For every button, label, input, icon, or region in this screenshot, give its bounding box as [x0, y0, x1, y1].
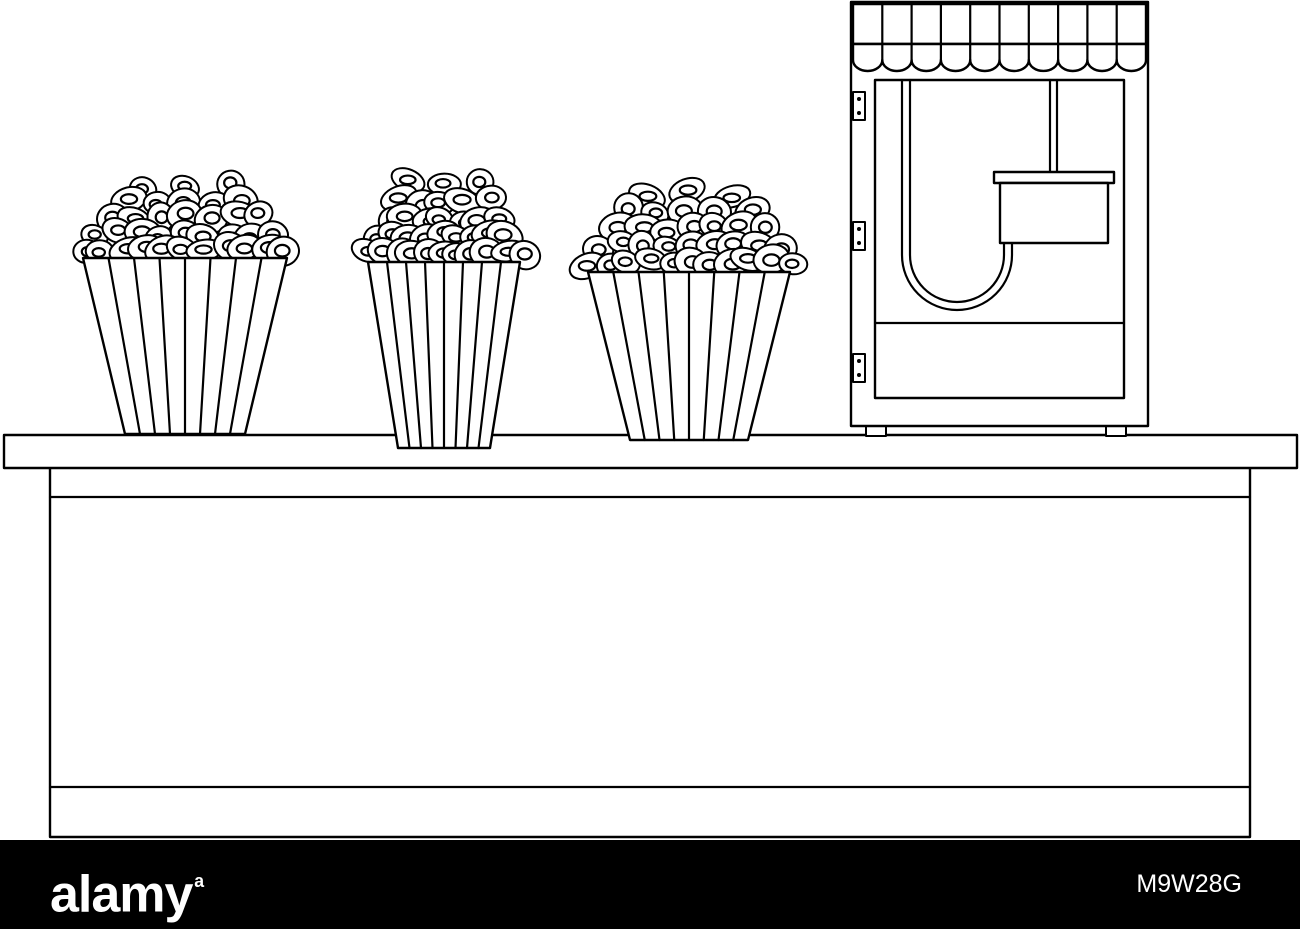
hinge-middle	[852, 221, 866, 251]
popcorn-cup	[366, 260, 522, 450]
counter-body	[48, 465, 1252, 839]
popcorn-pile	[568, 176, 809, 281]
popcorn-cup	[586, 270, 792, 442]
popcorn-bucket-1	[72, 169, 300, 436]
popcorn-cup	[81, 256, 289, 436]
footer-bar	[0, 840, 1300, 929]
popcorn-machine	[849, 0, 1150, 437]
counter	[2, 433, 1299, 839]
popcorn-bucket-3	[568, 176, 809, 442]
kettle-lid	[992, 170, 1116, 185]
popcorn-pile	[72, 169, 300, 268]
image-id-label: M9W28G	[1136, 870, 1242, 898]
hinge-top	[852, 91, 866, 121]
hinge-bottom	[852, 353, 866, 383]
kettle-pot	[998, 181, 1110, 245]
machine-chute-inner	[908, 78, 1006, 304]
popcorn-stand-illustration	[2, 0, 1299, 839]
machine-chute-outer	[900, 78, 1014, 312]
popcorn-bucket-2	[350, 167, 542, 450]
machine-awning	[851, 2, 1148, 73]
popcorn-pile	[350, 167, 542, 271]
alamy-logo: alamyᵃ	[50, 854, 204, 924]
brand-text: alamy	[50, 865, 193, 924]
alamy-logo-mark: ᵃ	[194, 869, 204, 899]
